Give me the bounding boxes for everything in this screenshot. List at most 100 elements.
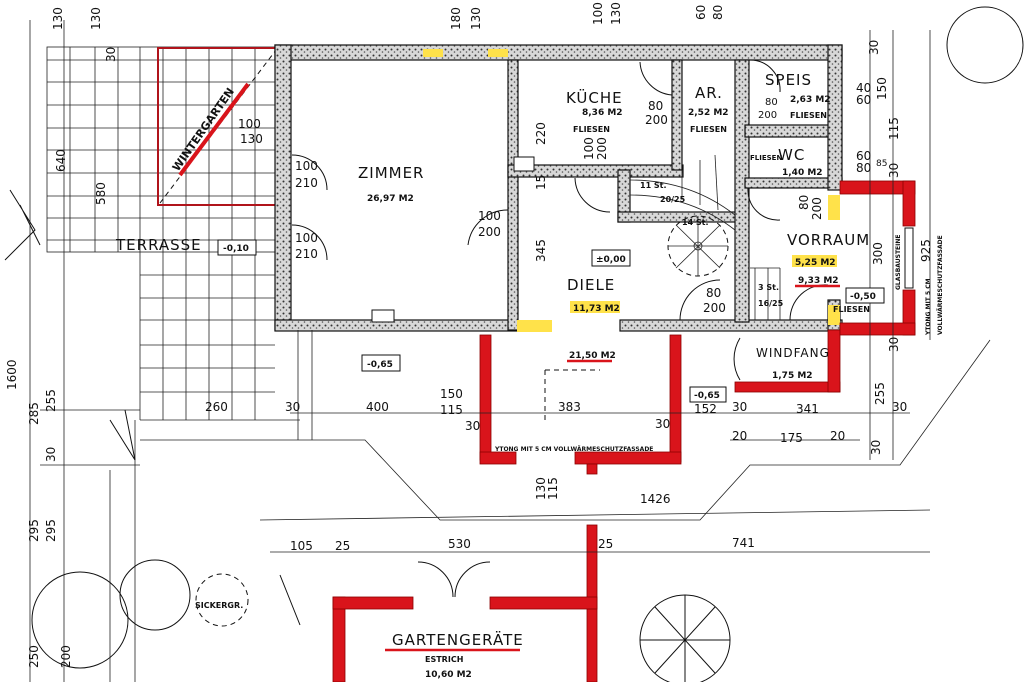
room-speis-name: SPEIS — [765, 71, 812, 89]
dimension-label: 295 — [44, 519, 58, 542]
tree-icon — [946, 6, 1024, 84]
room-wc-area: 1,40 M2 — [782, 168, 823, 178]
dimension-label: 300 — [871, 242, 885, 265]
sickergrube-label: SICKERGR. — [195, 601, 243, 610]
dimension-label: 80 — [856, 161, 871, 175]
dimension-label: 60 — [694, 5, 708, 20]
dimension-label: 40 — [856, 81, 871, 95]
room-gartengeraete-name: GARTENGERÄTE — [392, 630, 524, 649]
dimension-label: 30 — [104, 47, 118, 62]
window-height: 130 — [240, 132, 263, 146]
dimension-label: 20 — [830, 429, 845, 443]
door-width: 100 — [478, 209, 501, 223]
room-terrasse-name: TERRASSE — [115, 236, 202, 254]
wintergarten-label: WINTERGARTEN — [170, 85, 237, 173]
door-height: 200 — [703, 301, 726, 315]
room-speis-area: 2,63 M2 — [790, 95, 831, 105]
room-ar-name: AR. — [695, 84, 723, 102]
dimension-label: 295 — [27, 519, 41, 542]
dimension-label: 341 — [796, 402, 819, 416]
door-height: 200 — [478, 225, 501, 239]
door-height: 200 — [645, 113, 668, 127]
door-width: 100 — [295, 231, 318, 245]
room-wc-name: WC — [778, 146, 805, 164]
new-walls — [332, 180, 916, 682]
entry-stair-ratio: 16/25 — [758, 299, 784, 308]
facade-note-east-2: VOLLWÄRMESCHUTZFASSADE — [937, 235, 944, 335]
dimension-label: 30 — [732, 400, 747, 414]
door-labels: 100 210 100 210 100 200 100 130 80 200 1… — [238, 97, 824, 315]
dimension-label: 85 — [876, 159, 887, 169]
dimension-label: 255 — [873, 382, 887, 405]
room-terrasse-level: -0,10 — [223, 244, 249, 254]
dimension-label: 741 — [732, 536, 755, 550]
dimension-label: 30 — [867, 40, 881, 55]
door-swings — [291, 59, 829, 598]
room-labels: ZIMMER 26,97 M2 KÜCHE 8,36 M2 FLIESEN AR… — [115, 71, 944, 680]
room-wc-floor: FLIESEN — [750, 154, 782, 162]
room-kueche-floor: FLIESEN — [573, 125, 610, 134]
spiral-stair-steps: 14 St. — [682, 218, 709, 227]
dimension-label: 30 — [869, 440, 883, 455]
room-zimmer-name: ZIMMER — [358, 164, 424, 182]
door-width: 80 — [648, 99, 663, 113]
dimension-label: 400 — [366, 400, 389, 414]
dimension-label: 115 — [440, 403, 463, 417]
site-lines — [29, 20, 991, 682]
tree-icon — [31, 571, 129, 669]
dimension-label: 60 — [856, 93, 871, 107]
dimension-label: 30 — [892, 400, 907, 414]
stair-steps: 11 St. — [640, 181, 667, 190]
dimension-label: 115 — [887, 117, 901, 140]
dimension-label: 80 — [711, 5, 725, 20]
dimension-labels: 130 130 180 130 100 130 60 80 640 580 30… — [5, 2, 907, 668]
dimension-label: 150 — [875, 77, 889, 100]
dimension-label: 130 — [609, 2, 623, 25]
room-vorraum-floor: FLIESEN — [833, 305, 870, 314]
stair-ratio: 20/25 — [660, 195, 686, 204]
room-vorraum-area: 5,25 M2 — [795, 258, 836, 268]
door-width: 80 — [797, 195, 811, 210]
dimension-label: 150 — [440, 387, 463, 401]
stairs — [629, 154, 781, 320]
dimension-label: 345 — [534, 239, 548, 262]
dimension-label: 640 — [54, 149, 68, 172]
door-width: 80 — [706, 286, 721, 300]
dimension-label: 130 — [51, 7, 65, 30]
trees — [4, 6, 1024, 682]
dimension-label: 130 — [89, 7, 103, 30]
room-windfang-name: WINDFANG — [756, 346, 830, 360]
dimension-label: 260 — [205, 400, 228, 414]
dimension-label: 175 — [780, 431, 803, 445]
door-height: 200 — [758, 110, 777, 121]
dimension-label: 60 — [856, 149, 871, 163]
door-width: 100 — [295, 159, 318, 173]
room-windfang-area: 1,75 M2 — [772, 371, 813, 381]
terrace-grid — [46, 46, 300, 421]
room-kueche-name: KÜCHE — [566, 88, 623, 107]
dimension-label: 30 — [655, 417, 670, 431]
room-diele-area: 11,73 M2 — [573, 304, 620, 314]
glass-blocks-note: GLASBAUSTEINE — [895, 235, 902, 290]
room-anbau-area: 21,50 M2 — [569, 351, 616, 361]
room-zimmer-area: 26,97 M2 — [367, 194, 414, 204]
level-box — [591, 249, 631, 267]
entry-stair-steps: 3 St. — [758, 283, 779, 292]
dimension-label: 30 — [44, 447, 58, 462]
dimension-label: 25 — [598, 537, 613, 551]
dimension-label: 100 — [591, 2, 605, 25]
room-speis-floor: FLIESEN — [790, 111, 827, 120]
door-height: 210 — [295, 247, 318, 261]
room-vorraum-name: VORRAUM — [787, 231, 870, 249]
dimension-label: 152 — [694, 402, 717, 416]
dimension-label: 383 — [558, 400, 581, 414]
dimension-label: 200 — [59, 645, 73, 668]
dimension-label: 30 — [465, 419, 480, 433]
dimension-label: 30 — [887, 337, 901, 352]
sickergrube-icon — [195, 573, 249, 627]
outside-level: -0,65 — [694, 391, 720, 401]
dimension-label: 580 — [94, 182, 108, 205]
dimension-label: 20 — [732, 429, 747, 443]
dimension-label: 530 — [448, 537, 471, 551]
room-diele-level: ±0,00 — [596, 255, 626, 265]
